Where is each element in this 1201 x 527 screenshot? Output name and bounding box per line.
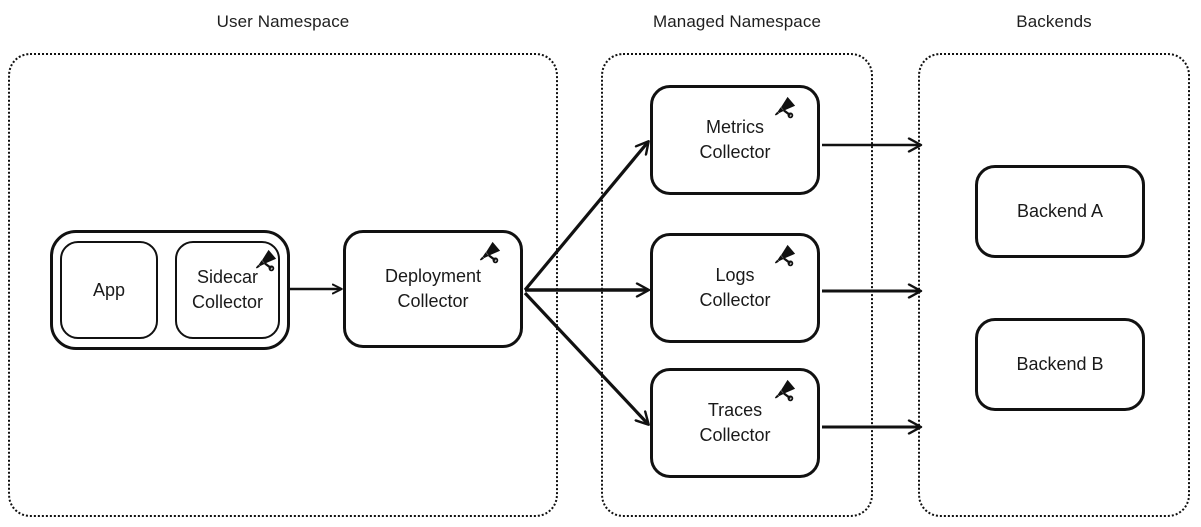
zone-managed-namespace: [601, 53, 873, 517]
node-backend-b[interactable]: Backend B: [975, 318, 1145, 411]
node-deployment-collector-label-1: Deployment: [384, 266, 482, 286]
node-logs-collector-label-1: Logs: [715, 265, 755, 285]
node-metrics-collector[interactable]: Metrics Collector: [650, 85, 820, 195]
zone-user-namespace: [8, 53, 558, 517]
opentelemetry-telescope-icon: [771, 244, 801, 274]
edge-deployment-to-traces: [523, 291, 648, 424]
node-backend-a[interactable]: Backend A: [975, 165, 1145, 258]
node-app-label: App: [92, 279, 126, 300]
zone-label-backends: Backends: [1016, 12, 1092, 31]
node-app[interactable]: App: [60, 241, 158, 339]
node-traces-collector[interactable]: Traces Collector: [650, 368, 820, 478]
node-sidecar-collector-label-2: Collector: [191, 292, 264, 312]
node-sidecar-collector[interactable]: Sidecar Collector: [175, 241, 280, 339]
node-traces-collector-label-1: Traces: [707, 400, 763, 420]
opentelemetry-telescope-icon: [771, 379, 801, 409]
node-logs-collector-label-2: Collector: [699, 290, 771, 310]
node-backend-a-label: Backend A: [1016, 201, 1104, 221]
node-deployment-collector[interactable]: Deployment Collector: [343, 230, 523, 348]
node-sidecar-collector-label-1: Sidecar: [196, 267, 259, 287]
node-metrics-collector-label-2: Collector: [699, 142, 771, 162]
node-metrics-collector-label-1: Metrics: [706, 117, 764, 137]
node-backend-b-label: Backend B: [1016, 354, 1104, 374]
node-traces-collector-label-2: Collector: [699, 425, 771, 445]
zone-label-user-namespace: User Namespace: [216, 12, 350, 31]
opentelemetry-telescope-icon: [771, 96, 801, 126]
node-logs-collector[interactable]: Logs Collector: [650, 233, 820, 343]
edge-deployment-to-metrics: [523, 142, 648, 292]
node-deployment-collector-label-2: Collector: [397, 291, 469, 311]
zone-label-managed-namespace: Managed Namespace: [652, 12, 822, 31]
